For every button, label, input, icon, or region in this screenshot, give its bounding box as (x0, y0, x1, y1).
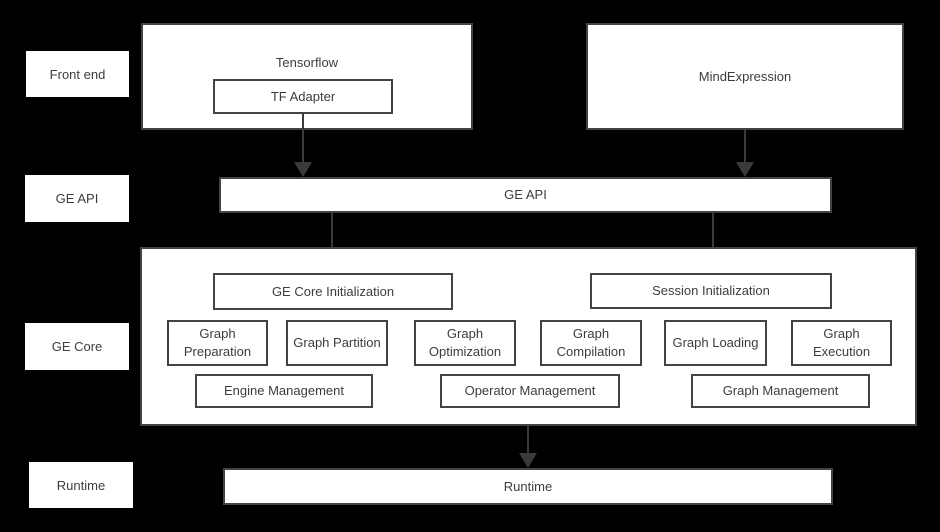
side-label-runtime-text: Runtime (56, 477, 106, 493)
arrow-gecore-to-runtime-line (527, 426, 529, 453)
graph-optimization-label: Graph Optimization (428, 326, 502, 359)
session-initialization-box: Session Initialization (590, 273, 832, 309)
ge-core-initialization-label: GE Core Initialization (271, 283, 395, 299)
arrow-gecore-to-runtime-head (519, 453, 537, 468)
mindexpression-box: MindExpression (586, 23, 904, 130)
graph-loading-box: Graph Loading (664, 320, 767, 366)
engine-management-label: Engine Management (224, 383, 344, 399)
operator-management-box: Operator Management (440, 374, 620, 408)
graph-management-label: Graph Management (722, 383, 839, 399)
arrow-mindexpression-to-geapi-head (736, 162, 754, 177)
graph-preparation-box: Graph Preparation (167, 320, 268, 366)
side-label-ge-core-text: GE Core (51, 339, 103, 354)
arrow-tfadapter-to-geapi-head (294, 162, 312, 177)
graph-partition-box: Graph Partition (286, 320, 388, 366)
side-label-ge-api-text: GE API (55, 191, 99, 206)
tf-adapter-box: TF Adapter (213, 79, 393, 114)
side-label-ge-api: GE API (25, 175, 129, 222)
tf-adapter-box-label: TF Adapter (270, 88, 336, 104)
graph-execution-label: Graph Execution (812, 326, 871, 359)
tensorflow-box-title: Tensorflow (275, 55, 339, 70)
graph-management-box: Graph Management (691, 374, 870, 408)
graph-execution-box: Graph Execution (791, 320, 892, 366)
mindexpression-box-label: MindExpression (698, 68, 792, 84)
graph-compilation-box: Graph Compilation (540, 320, 642, 366)
arrow-geapi-to-sessioninit-line (712, 213, 714, 258)
graph-optimization-box: Graph Optimization (414, 320, 516, 366)
arrow-geapi-to-coreinit-line (331, 213, 333, 258)
graph-partition-label: Graph Partition (293, 335, 381, 351)
session-initialization-label: Session Initialization (652, 283, 770, 299)
arrow-tfadapter-to-geapi-line (302, 114, 304, 162)
engine-management-box: Engine Management (195, 374, 373, 408)
side-label-front-end: Front end (26, 51, 129, 97)
runtime-bar-label: Runtime (503, 478, 553, 494)
ge-api-bar-label: GE API (504, 187, 547, 203)
arrow-mindexpression-to-geapi-line (744, 130, 746, 162)
graph-compilation-label: Graph Compilation (556, 326, 626, 359)
runtime-bar: Runtime (223, 468, 833, 505)
graph-preparation-label: Graph Preparation (183, 326, 252, 359)
side-label-runtime: Runtime (29, 462, 133, 508)
side-label-front-end-text: Front end (49, 66, 106, 82)
operator-management-label: Operator Management (464, 383, 596, 399)
ge-api-bar: GE API (219, 177, 832, 213)
side-label-ge-core: GE Core (25, 323, 129, 370)
graph-loading-label: Graph Loading (672, 335, 759, 351)
ge-core-initialization-box: GE Core Initialization (213, 273, 453, 310)
